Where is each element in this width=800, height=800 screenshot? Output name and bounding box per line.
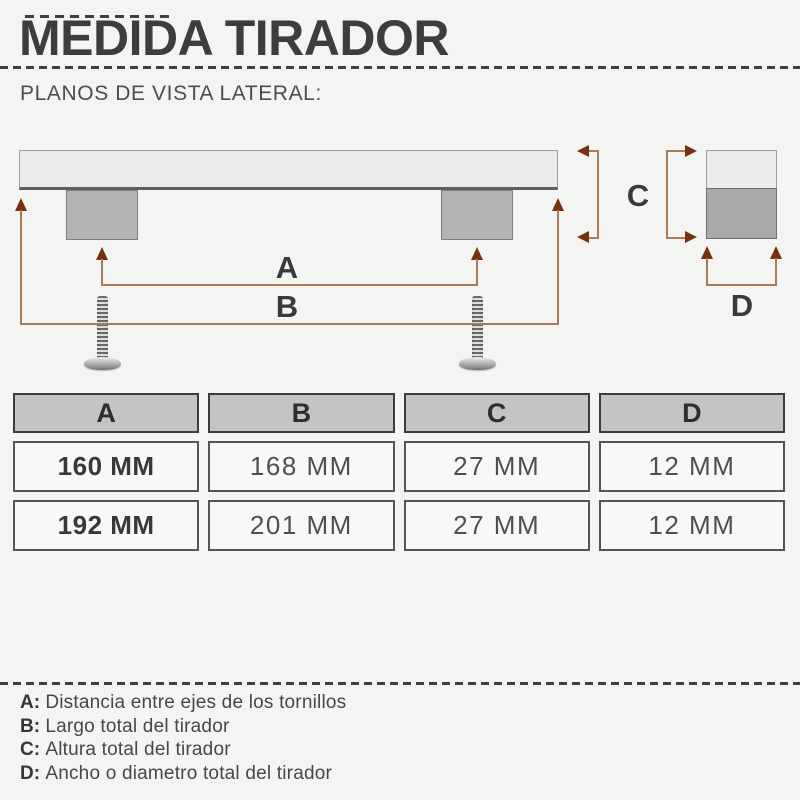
section-subtitle: PLANOS DE VISTA LATERAL: xyxy=(20,82,322,105)
dimension-c-arm xyxy=(668,237,685,239)
legend-text: Largo total del tirador xyxy=(45,715,230,737)
handle-bar-side-view xyxy=(19,150,558,190)
arrow-left-icon xyxy=(577,145,589,157)
arrow-up-icon xyxy=(15,198,27,211)
screw-right-head xyxy=(459,357,496,370)
dimension-a-label: A xyxy=(275,250,299,285)
dimension-c-arm xyxy=(588,150,599,152)
table-cell: 168 MM xyxy=(208,441,395,492)
legend-text: Altura total del tirador xyxy=(45,739,231,760)
handle-post-end-view xyxy=(706,188,777,239)
screw-left-shaft xyxy=(97,296,108,359)
table-cell: 27 MM xyxy=(403,500,590,551)
legend-item-a: A: Distancia entre ejes de los tornillos xyxy=(20,691,346,715)
arrow-up-icon xyxy=(96,247,108,260)
legend-text: Distancia entre ejes de los tornillos xyxy=(45,692,347,713)
dimensions-table: A B C D 160 MM 168 MM 27 MM 12 MM 192 MM… xyxy=(13,393,785,551)
legend: A: Distancia entre ejes de los tornillos… xyxy=(20,691,346,785)
legend-text: Ancho o diametro total del tirador xyxy=(45,762,333,784)
legend-item-c: C: Altura total del tirador xyxy=(20,738,346,762)
dimension-b-line xyxy=(20,323,559,325)
legend-item-d: D: Ancho o diametro total del tirador xyxy=(20,762,346,786)
table-cell: 201 MM xyxy=(208,500,395,551)
handle-bar-end-view xyxy=(706,150,777,189)
table-cell: 27 MM xyxy=(403,441,590,492)
footer-divider-dashed-line xyxy=(0,682,800,685)
table-header-c: C xyxy=(403,393,590,433)
dimension-d-riser-left xyxy=(706,258,708,286)
dimension-c-arm xyxy=(588,237,599,239)
dimension-a-riser-right xyxy=(476,259,478,286)
dimension-d-riser-right xyxy=(775,258,777,286)
dimension-d-label: D xyxy=(730,288,754,323)
dimension-a-riser-left xyxy=(101,259,103,286)
arrow-left-icon xyxy=(577,231,589,243)
table-header-a: A xyxy=(13,393,200,433)
arrow-up-icon xyxy=(770,246,782,259)
arrow-up-icon xyxy=(552,198,564,211)
handle-post-left xyxy=(66,190,138,240)
screw-left-head xyxy=(84,357,121,370)
legend-key: B: xyxy=(20,715,41,737)
table-header-d: D xyxy=(598,393,785,433)
dimension-c-arm xyxy=(668,150,685,152)
table-cell: 12 MM xyxy=(598,500,785,551)
dimension-a-line xyxy=(101,284,478,286)
screw-right-shaft xyxy=(472,296,483,359)
top-partial-dashed-line xyxy=(25,15,175,18)
dimension-c-label: C xyxy=(626,178,650,213)
legend-key: A: xyxy=(20,692,41,713)
legend-key: C: xyxy=(20,739,41,760)
table-cell: 160 MM xyxy=(13,441,200,492)
title-divider-dashed-line xyxy=(0,66,800,69)
legend-key: D: xyxy=(20,762,41,784)
handle-post-right xyxy=(441,190,513,240)
arrow-right-icon xyxy=(685,231,697,243)
dimension-c-vline-left xyxy=(597,150,599,239)
table-cell: 12 MM xyxy=(598,441,785,492)
table-cell: 192 MM xyxy=(13,500,200,551)
dimension-b-riser-left xyxy=(20,210,22,325)
dimension-d-line xyxy=(706,284,777,286)
table-header-b: B xyxy=(208,393,395,433)
arrow-right-icon xyxy=(685,145,697,157)
arrow-up-icon xyxy=(701,246,713,259)
arrow-up-icon xyxy=(471,247,483,260)
page-title: MEDIDA TIRADOR xyxy=(19,10,450,66)
dimension-b-label: B xyxy=(275,289,299,324)
dimension-b-riser-right xyxy=(557,210,559,325)
dimension-c-vline-right xyxy=(666,150,668,239)
legend-item-b: B: Largo total del tirador xyxy=(20,715,346,739)
